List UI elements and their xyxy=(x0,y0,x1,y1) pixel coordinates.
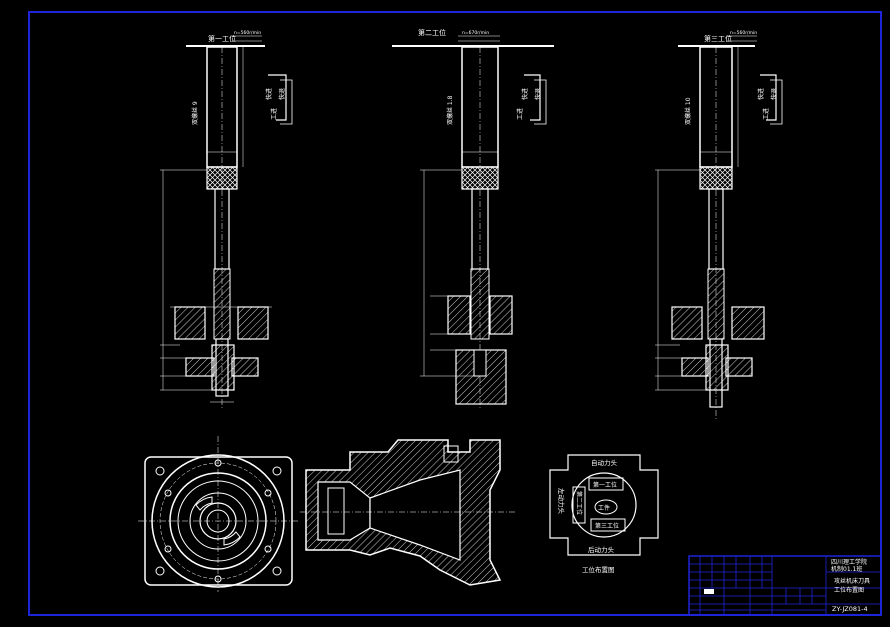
layout-bottom-label: 后动力头 xyxy=(588,545,615,554)
station-3-stroke-work: 工进 xyxy=(762,108,770,120)
station-1-stroke-back: 快退 xyxy=(278,88,286,100)
title-line2: 工位布置图 xyxy=(834,586,864,594)
title-block: 四川理工学院 机制01.1班 攻丝机床刀具 工位布置图 ZY-JZ081-4 xyxy=(688,555,882,616)
layout-station1: 第一工位 xyxy=(593,481,617,489)
station-2-title: 第二工位 xyxy=(418,28,446,37)
station-layout-diagram: 自动力头 左动力头 后动力头 第一工位 第二工位 第三工位 工件 工位布置图 xyxy=(549,454,659,574)
layout-top-label: 自动力头 xyxy=(591,458,618,467)
layout-station2: 第二工位 xyxy=(575,491,583,515)
station-2-stroke-fast: 快进 xyxy=(521,88,529,100)
station-3: 第三工位 n=560r/min 双攘丝 10 快进 快退 工进 xyxy=(655,30,783,420)
station-1-stroke-fast: 快进 xyxy=(265,88,273,100)
station-3-title: 第三工位 xyxy=(704,34,732,43)
station-1-stroke-work: 工进 xyxy=(270,108,278,120)
station-2: 第二工位 n=670r/min 双攘丝 1.8 快进 快退 工进 xyxy=(392,28,554,410)
layout-station3: 第三工位 xyxy=(595,522,619,530)
station-1-code: n=560r/min xyxy=(234,30,261,36)
station-1-title: 第一工位 xyxy=(208,34,236,43)
station-2-stroke-work: 工进 xyxy=(516,108,524,120)
title-drawing-no: ZY-JZ081-4 xyxy=(832,605,868,613)
drawing-frame xyxy=(28,11,882,616)
station-2-code: n=670r/min xyxy=(462,30,489,36)
layout-workpiece: 工件 xyxy=(598,504,610,512)
workpiece-front-view xyxy=(138,436,298,592)
title-school: 四川理工学院 xyxy=(831,558,867,566)
layout-left-label: 左动力头 xyxy=(557,488,566,515)
station-3-stroke-back: 快退 xyxy=(770,88,778,100)
station-2-stroke-back: 快退 xyxy=(534,88,542,100)
station-3-stroke-fast: 快进 xyxy=(757,88,765,100)
station-3-spindle: 双攘丝 10 xyxy=(684,97,692,125)
title-department: 机制01.1班 xyxy=(831,565,862,573)
workpiece-section-view xyxy=(300,439,515,586)
layout-caption: 工位布置图 xyxy=(582,565,615,574)
station-1-spindle: 双攘丝 9 xyxy=(191,101,199,125)
station-1: 第一工位 n=560r/min 双攘丝 9 快进 xyxy=(160,30,293,410)
station-3-code: n=560r/min xyxy=(730,30,757,36)
title-line1: 攻丝机床刀具 xyxy=(834,577,870,585)
station-2-spindle: 双攘丝 1.8 xyxy=(446,95,454,125)
